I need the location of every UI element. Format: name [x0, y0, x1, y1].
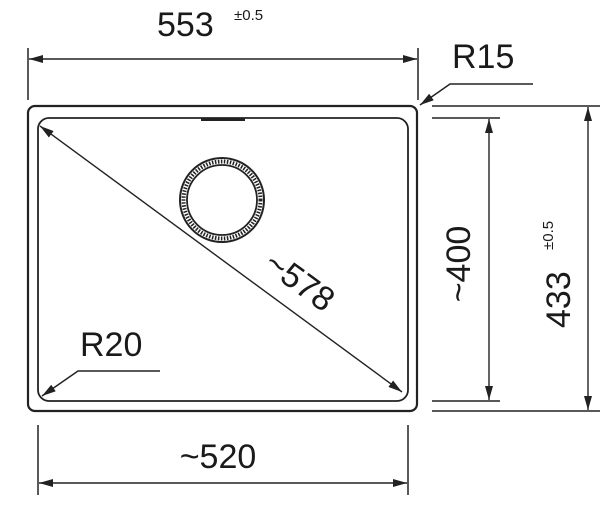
- overall-width-value: 553: [157, 6, 214, 44]
- overall-width-tolerance: ±0.5: [234, 7, 263, 24]
- diagonal-value: ~578: [257, 244, 341, 320]
- drain-hole: [179, 157, 265, 243]
- outer-radius-callout: R15: [419, 38, 533, 106]
- inner-radius-callout: R20: [41, 326, 160, 397]
- overall-width-dimension: 553 ±0.5: [27, 6, 419, 100]
- inner-width-dimension: ~520: [37, 425, 409, 495]
- inner-width-value: ~520: [180, 438, 257, 476]
- overall-depth-dimension: 433 ±0.5: [432, 105, 600, 412]
- inner-radius-label: R20: [80, 326, 142, 364]
- overall-depth-tolerance: ±0.5: [540, 221, 557, 250]
- inner-depth-value: ~400: [440, 226, 478, 303]
- inner-depth-dimension: ~400: [432, 117, 500, 402]
- sink-outer-edge: [26, 104, 419, 413]
- overall-depth-value: 433: [540, 271, 578, 328]
- outer-radius-label: R15: [452, 38, 514, 76]
